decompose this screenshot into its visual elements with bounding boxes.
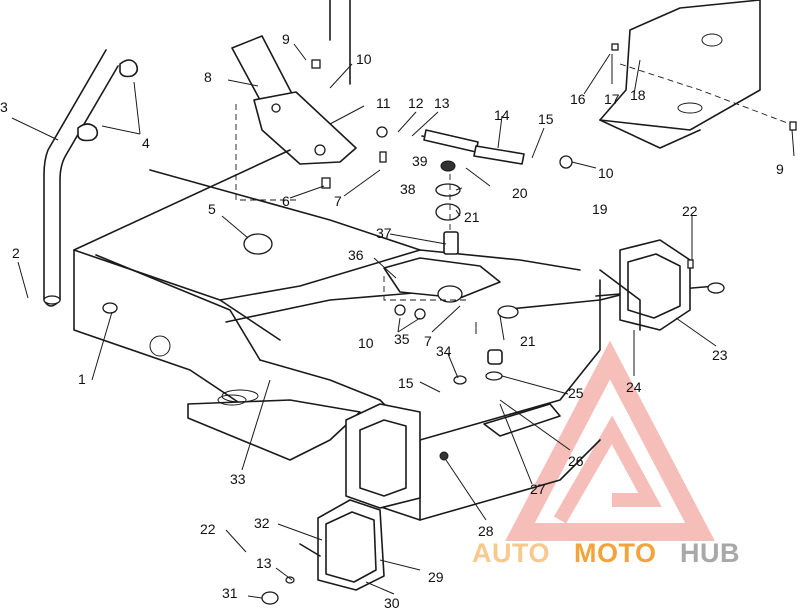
steering-column: [231, 0, 357, 165]
callout-30: 30: [384, 595, 400, 611]
callout-17: 17: [604, 91, 620, 107]
callout-6: 6: [282, 193, 290, 209]
callout-34: 34: [436, 343, 452, 359]
callout-31: 31: [222, 585, 238, 601]
callout-39: 39: [412, 153, 428, 169]
callout-9a: 9: [282, 31, 290, 47]
callout-10a: 10: [356, 51, 372, 67]
leader-lines: [11, 43, 795, 599]
callout-29: 29: [428, 569, 444, 585]
watermark-brand-hub: HUB: [680, 538, 740, 568]
callout-19: 19: [592, 201, 608, 217]
callout-8: 8: [204, 69, 212, 85]
callout-10c: 10: [358, 335, 374, 351]
callout-11: 11: [376, 95, 391, 111]
callout-25: 25: [568, 385, 584, 401]
right-spindle: [599, 239, 691, 331]
callout-24: 24: [626, 379, 642, 395]
left-shroud: [187, 394, 361, 461]
callout-18: 18: [630, 87, 646, 103]
callout-13b: 13: [256, 555, 272, 571]
callout-36: 36: [348, 247, 364, 263]
callout-21a: 21: [464, 209, 480, 225]
steering-arm: [383, 160, 501, 320]
cable-clips: [77, 59, 139, 142]
watermark-text: AUTO MOTO HUB: [472, 538, 740, 568]
callout-3: 3: [0, 99, 8, 115]
callout-10b: 10: [598, 165, 614, 181]
callout-15a: 15: [538, 111, 554, 127]
callout-7a: 7: [334, 193, 342, 209]
callout-28: 28: [478, 523, 494, 539]
bushings: [453, 349, 561, 437]
callout-12: 12: [408, 95, 424, 111]
callout-22b: 22: [200, 521, 216, 537]
top-right-plate: [599, 0, 761, 149]
callout-21b: 21: [520, 333, 536, 349]
watermark-g-shape: [553, 415, 662, 524]
callout-13a: 13: [434, 95, 450, 111]
callout-labels: 1 2 3 4 5 6 7 7 8 9 9 10 10 10 11 12 13 …: [0, 31, 784, 611]
callout-9b: 9: [776, 161, 784, 177]
callout-38: 38: [400, 181, 416, 197]
tie-rod: [376, 126, 573, 169]
callout-20: 20: [512, 185, 528, 201]
callout-23: 23: [712, 347, 728, 363]
callout-15b: 15: [398, 375, 414, 391]
handle-bar: [43, 49, 119, 307]
watermark-logo: [505, 340, 715, 541]
callout-37: 37: [376, 225, 392, 241]
callout-14: 14: [494, 107, 510, 123]
callout-35: 35: [394, 331, 410, 347]
callout-2: 2: [12, 245, 20, 261]
callout-4: 4: [142, 135, 150, 151]
callout-1: 1: [78, 371, 86, 387]
callout-32: 32: [254, 515, 270, 531]
callout-27: 27: [530, 481, 546, 497]
callout-5: 5: [208, 201, 216, 217]
small-hardware: [102, 43, 797, 314]
lower-bracket: [261, 499, 385, 605]
callout-16: 16: [570, 91, 586, 107]
watermark-brand-moto: MOTO: [574, 538, 657, 568]
front-bracket: [345, 403, 449, 509]
callout-22a: 22: [682, 203, 698, 219]
watermark-brand-auto: AUTO: [472, 538, 550, 568]
callout-33: 33: [230, 471, 246, 487]
callout-7b: 7: [424, 333, 432, 349]
assembly-lines: [235, 63, 791, 301]
callout-26: 26: [568, 453, 584, 469]
